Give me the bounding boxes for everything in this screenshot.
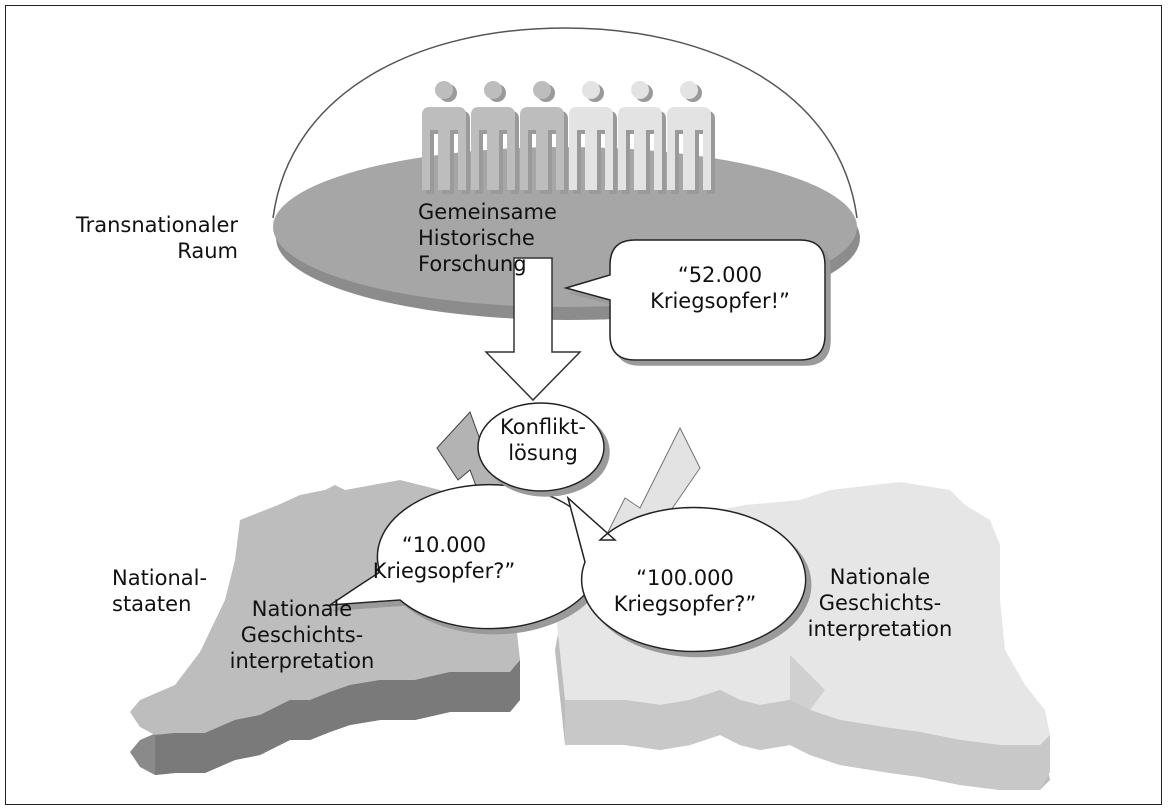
- bubble-right-text: “100.000 Kriegsopfer?”: [613, 566, 757, 616]
- bubble-left-text: “10.000 Kriegsopfer?”: [372, 533, 516, 583]
- person-icon: [422, 81, 470, 194]
- down-arrow: [484, 257, 582, 402]
- bubble-transnational: [563, 239, 826, 361]
- people-group: [422, 81, 715, 194]
- bubble-transnational-text: “52.000 Kriegsopfer!”: [650, 263, 790, 313]
- label-common-research: Gemeinsame Historische Forschung: [418, 200, 557, 276]
- transnational-dome: [272, 27, 858, 219]
- conflict-resolution-label: Konflikt- lösung: [500, 415, 586, 465]
- label-national-interpretation-left: Nationale Geschichts- interpretation: [229, 597, 375, 673]
- person-icon: [471, 81, 519, 194]
- conflict-resolution-ellipse: [477, 402, 605, 492]
- bubble-right: [566, 495, 807, 653]
- label-national-interpretation-right: Nationale Geschichts- interpretation: [807, 565, 953, 641]
- label-nation-states: National- staaten: [112, 566, 208, 616]
- person-icon: [618, 81, 666, 194]
- person-icon: [667, 81, 715, 194]
- diagram-frame: [5, 5, 1162, 805]
- person-icon: [520, 81, 568, 194]
- person-icon: [569, 81, 617, 194]
- label-transnational-space: Transnationaler Raum: [75, 213, 238, 263]
